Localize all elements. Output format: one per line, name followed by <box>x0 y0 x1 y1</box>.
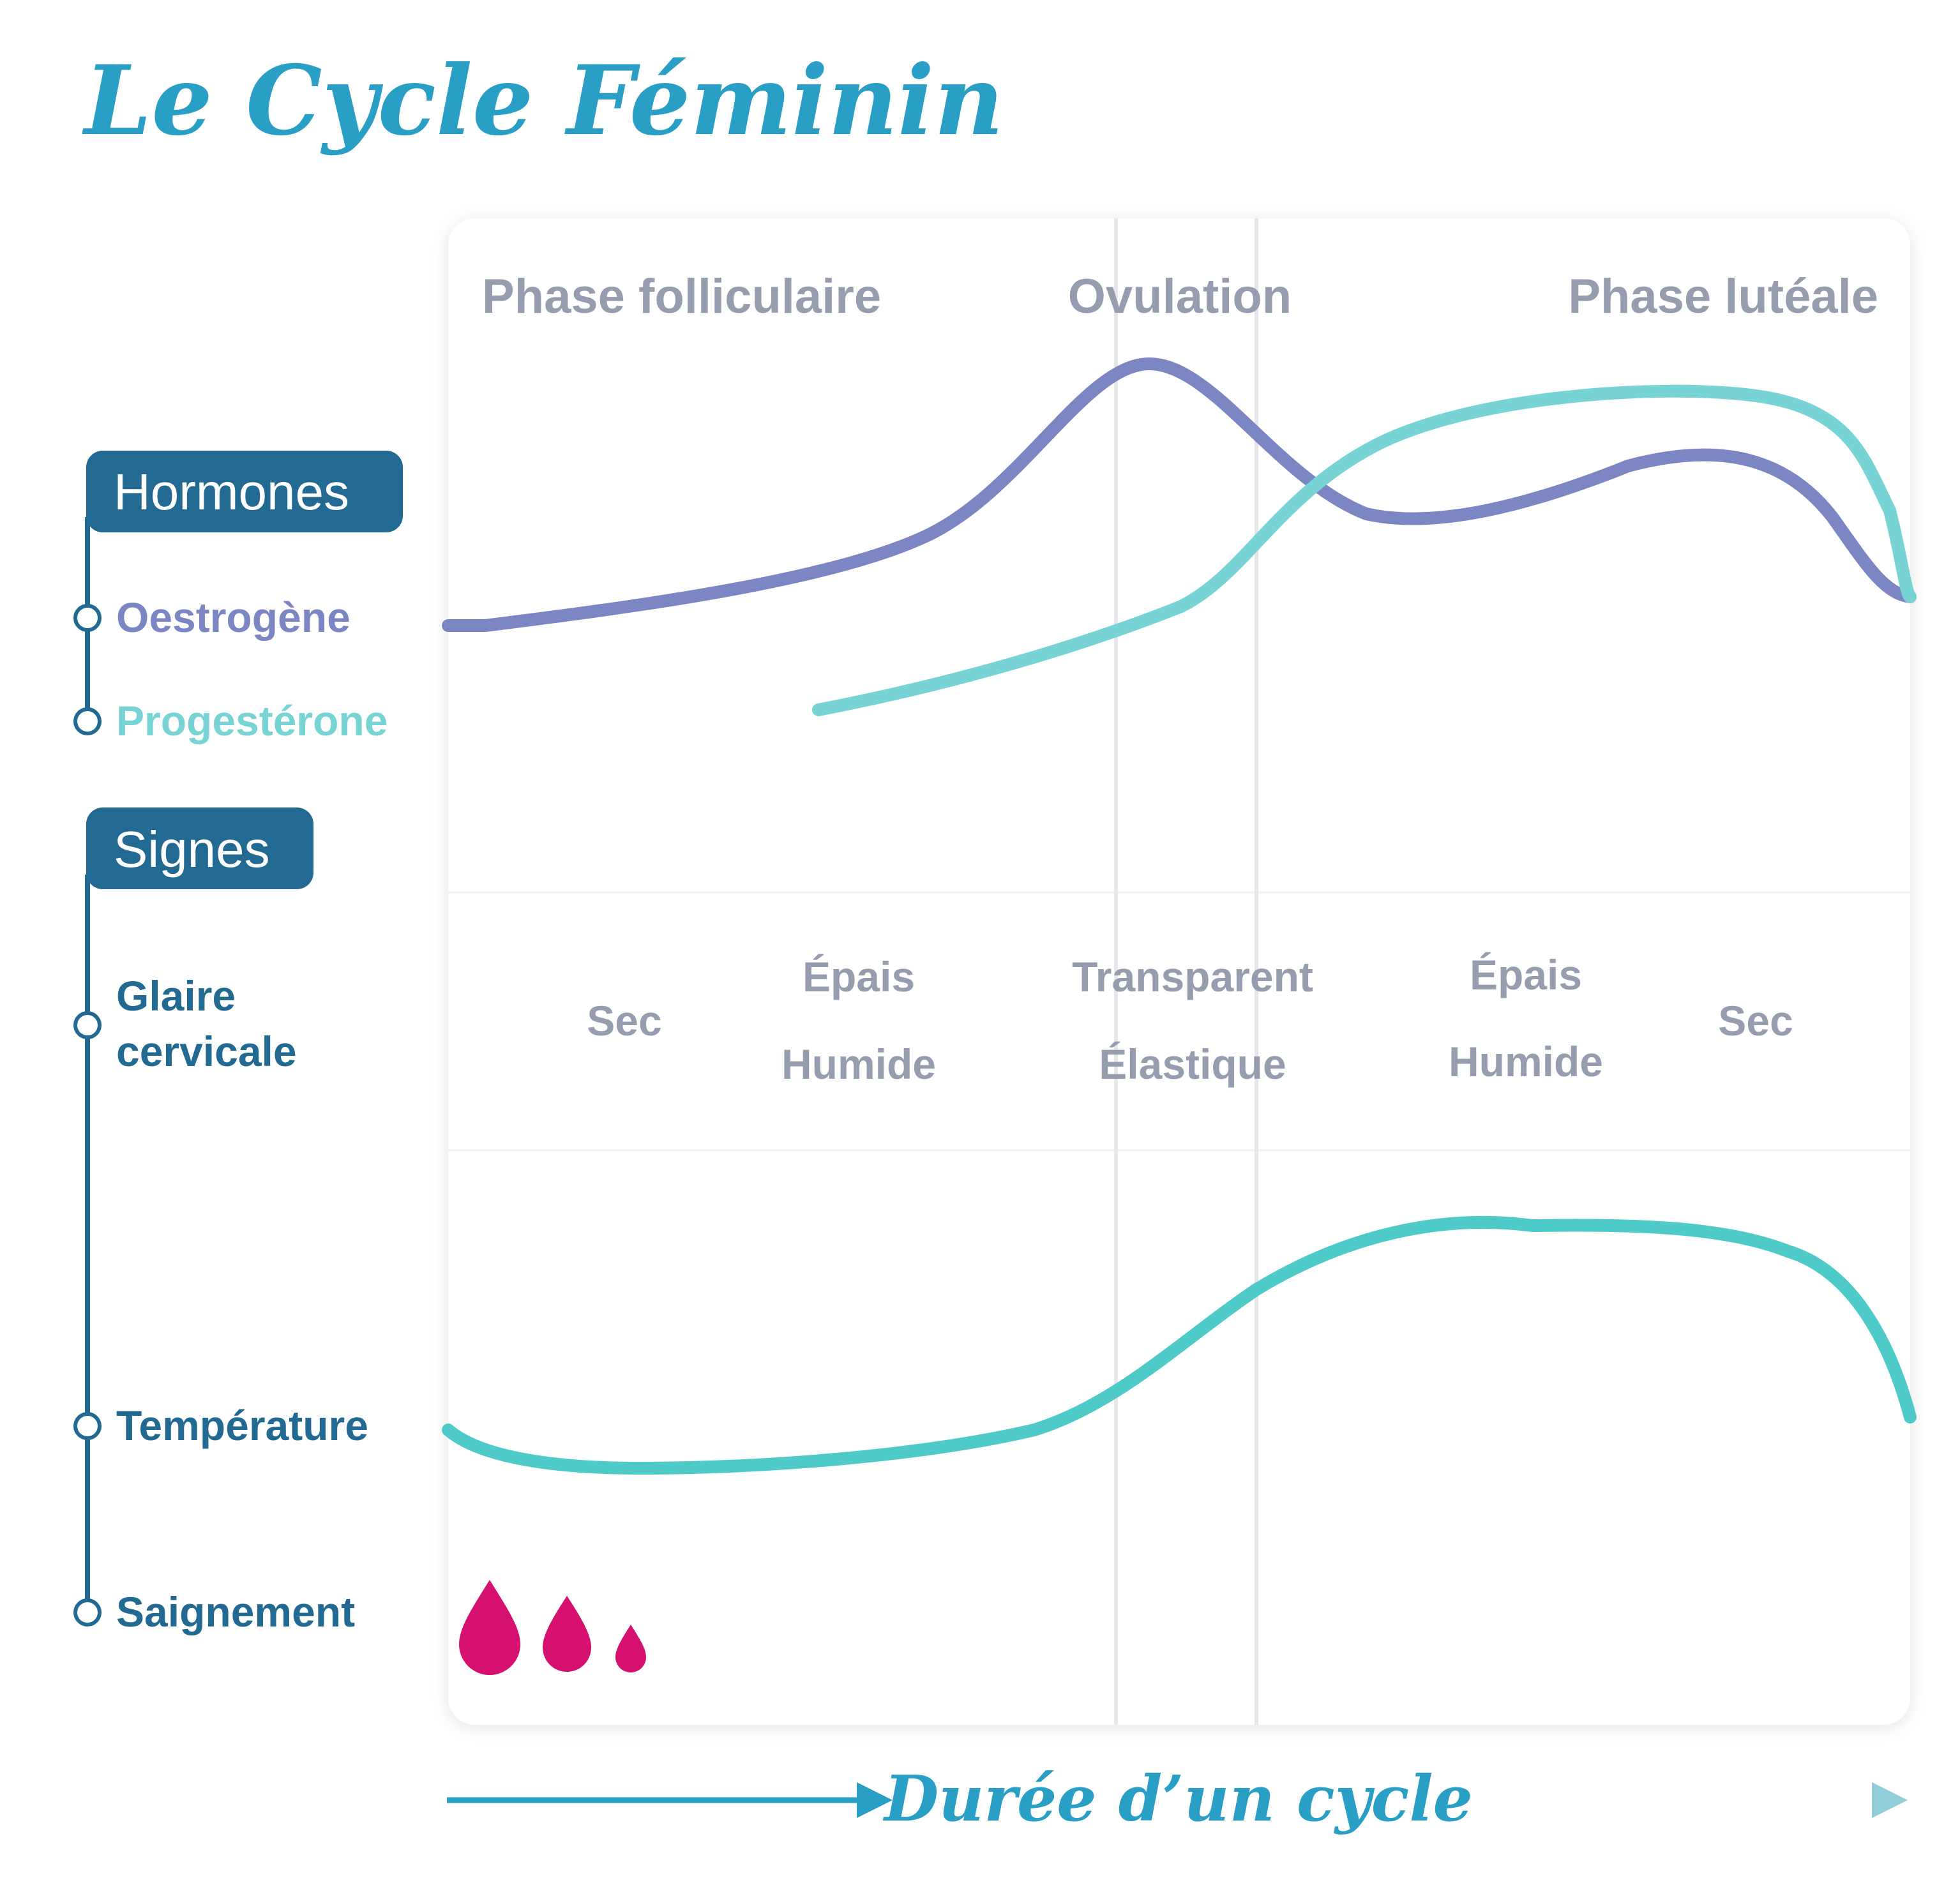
saignement-label: Saignement <box>116 1588 355 1635</box>
progesterone-node <box>73 707 102 735</box>
temperature-label: Température <box>116 1402 368 1449</box>
chart-card <box>448 218 1910 1725</box>
mucus-label: Humide <box>781 1040 936 1088</box>
hormones-pill-bg <box>86 451 403 532</box>
glaire-node <box>73 1011 102 1039</box>
hormones-pill: Hormones <box>86 451 403 532</box>
mucus-label: Humide <box>1449 1038 1603 1085</box>
oestrogene-legend: Oestrogène <box>116 594 351 641</box>
hormones-section-title: Hormones <box>114 463 349 520</box>
temperature-node <box>73 1412 102 1440</box>
glaire-label-line1: Glaire <box>116 972 236 1019</box>
duration-arrow-right-head <box>1872 1782 1908 1818</box>
mucus-label: Sec <box>1718 997 1793 1044</box>
duration-arrow-left-head <box>857 1782 893 1818</box>
blood-drop-icon <box>543 1596 591 1672</box>
phase-folliculaire-label: Phase folliculaire <box>482 269 881 324</box>
mucus-label: Transparent <box>1072 953 1313 1000</box>
mucus-label: Épais <box>1470 951 1582 998</box>
page-title: Le Cycle Féminin <box>82 45 1004 157</box>
progesterone-legend: Progestérone <box>116 697 388 744</box>
blood-drop-icon <box>615 1625 646 1672</box>
bleeding-drops <box>459 1580 646 1675</box>
mucus-labels: Sec Épais Humide Transparent Élastique É… <box>587 951 1793 1088</box>
progesterone-curve <box>812 384 1917 716</box>
mucus-label: Épais <box>803 953 915 1000</box>
duration-axis-label: Durée d’un cycle <box>882 1762 1473 1836</box>
phase-ovulation-label: Ovulation <box>1068 269 1292 324</box>
oestrogene-curve <box>442 357 1917 632</box>
mucus-label: Sec <box>587 997 661 1044</box>
signes-pill: Signes <box>86 808 313 889</box>
saignement-node <box>73 1598 102 1626</box>
signes-section-title: Signes <box>114 821 270 878</box>
glaire-label-line2: cervicale <box>116 1028 297 1075</box>
phase-luteale-label: Phase lutéale <box>1568 269 1878 324</box>
blood-drop-icon <box>459 1580 520 1675</box>
oestrogene-node <box>73 604 102 632</box>
temperature-curve <box>442 1215 1917 1475</box>
mucus-label: Élastique <box>1099 1040 1286 1088</box>
signes-pill-bg <box>86 808 313 889</box>
